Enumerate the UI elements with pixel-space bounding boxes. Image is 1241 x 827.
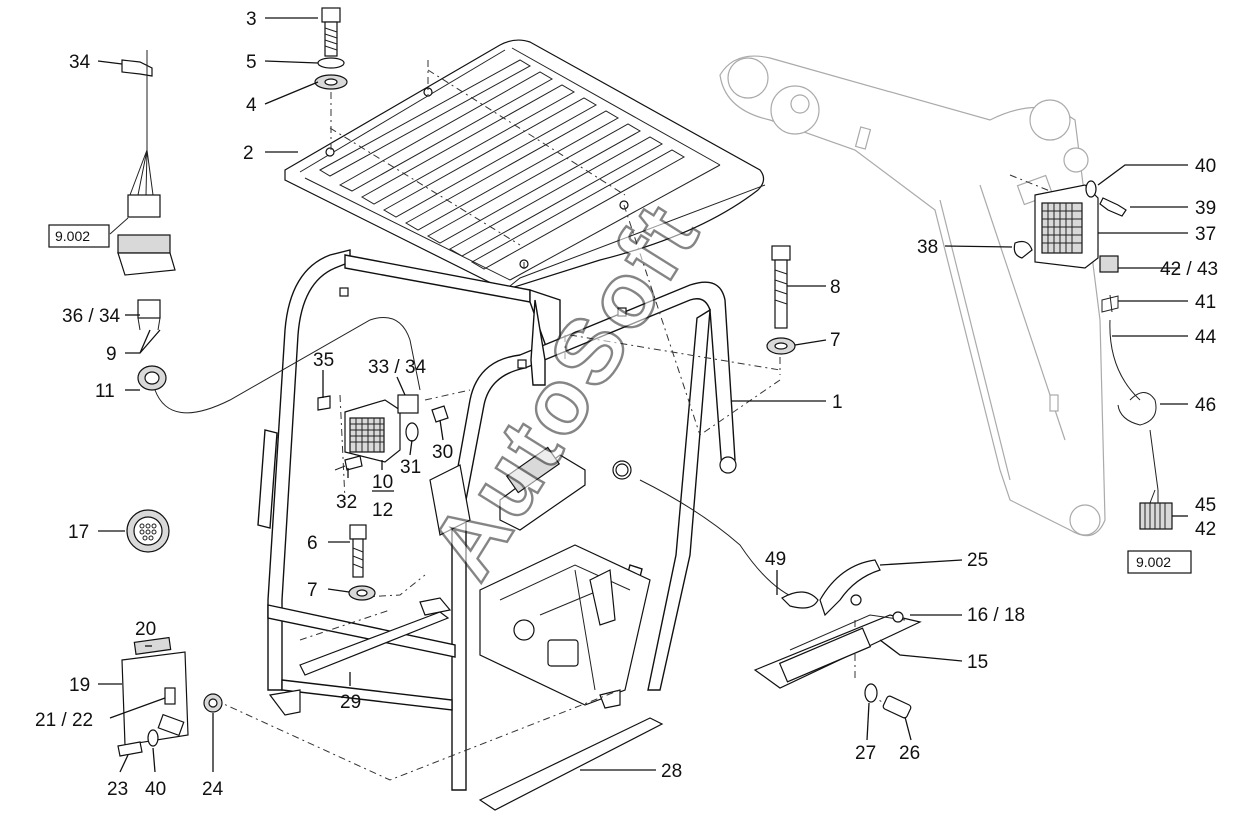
callout-15: 15: [967, 652, 988, 673]
callout-40a: 40: [145, 779, 166, 800]
callout-labels: 3 5 4 2 34 36 / 34 9 11 35 33 / 34 31 30…: [35, 9, 1218, 800]
callout-39: 39: [1195, 198, 1216, 219]
callout-7b: 7: [830, 330, 841, 351]
callout-36-34: 36 / 34: [62, 306, 121, 327]
work-light-right: [1013, 180, 1173, 530]
callout-leaders: [97, 17, 1188, 773]
reference-box-left-text: 9.002: [55, 228, 90, 244]
callout-12: 12: [372, 500, 393, 521]
callout-24: 24: [202, 779, 224, 800]
callout-6: 6: [307, 533, 318, 554]
callout-28: 28: [661, 761, 682, 782]
reference-box-right-text: 9.002: [1136, 554, 1171, 570]
grommet-cable-left: [137, 299, 421, 414]
rotating-beacon-17: [126, 509, 170, 553]
callout-31: 31: [400, 457, 421, 478]
callout-37: 37: [1195, 224, 1216, 245]
callout-16-18: 16 / 18: [967, 605, 1025, 626]
bolt-6-washer-7: [348, 524, 376, 601]
callout-9: 9: [106, 344, 117, 365]
connector-assembly-left: [109, 50, 176, 276]
reference-box-right: 9.002: [1127, 550, 1192, 574]
callout-41: 41: [1195, 292, 1216, 313]
callout-34: 34: [69, 52, 91, 73]
callout-25: 25: [967, 550, 988, 571]
callout-46: 46: [1195, 395, 1216, 416]
callout-10: 10: [372, 472, 393, 493]
callout-20: 20: [135, 619, 156, 640]
reference-box-left: 9.002: [48, 224, 110, 248]
callout-23: 23: [107, 779, 128, 800]
callout-44: 44: [1195, 327, 1217, 348]
callout-2: 2: [243, 143, 254, 164]
work-light-left: [317, 394, 449, 471]
callout-35: 35: [313, 350, 334, 371]
roof-panel: [284, 39, 766, 291]
roof-bolt-stack: [314, 7, 348, 90]
callout-5: 5: [246, 52, 257, 73]
callout-8: 8: [830, 277, 841, 298]
cab-frame: [257, 249, 737, 791]
callout-26: 26: [899, 743, 920, 764]
boom-arm: [719, 55, 1106, 537]
callout-32: 32: [336, 492, 357, 513]
callout-7a: 7: [307, 580, 318, 601]
callout-33-34: 33 / 34: [368, 357, 427, 378]
callout-3: 3: [246, 9, 257, 30]
callout-27: 27: [855, 743, 876, 764]
callout-49: 49: [765, 549, 786, 570]
callout-4: 4: [246, 95, 257, 116]
plate-group: [117, 636, 223, 757]
callout-38: 38: [917, 237, 938, 258]
callout-42: 42: [1195, 519, 1216, 540]
callout-17: 17: [68, 522, 89, 543]
callout-45: 45: [1195, 495, 1216, 516]
callout-29: 29: [340, 692, 361, 713]
callout-30: 30: [432, 442, 453, 463]
callout-1: 1: [832, 392, 843, 413]
callout-19: 19: [69, 675, 90, 696]
callout-21-22: 21 / 22: [35, 710, 93, 731]
callout-40b: 40: [1195, 156, 1216, 177]
pedal-assembly: [615, 463, 922, 719]
callout-11: 11: [95, 381, 115, 402]
callout-42-43: 42 / 43: [1160, 259, 1218, 280]
bolt-8-washer-7: [766, 245, 796, 355]
floor-straps: [299, 597, 664, 811]
